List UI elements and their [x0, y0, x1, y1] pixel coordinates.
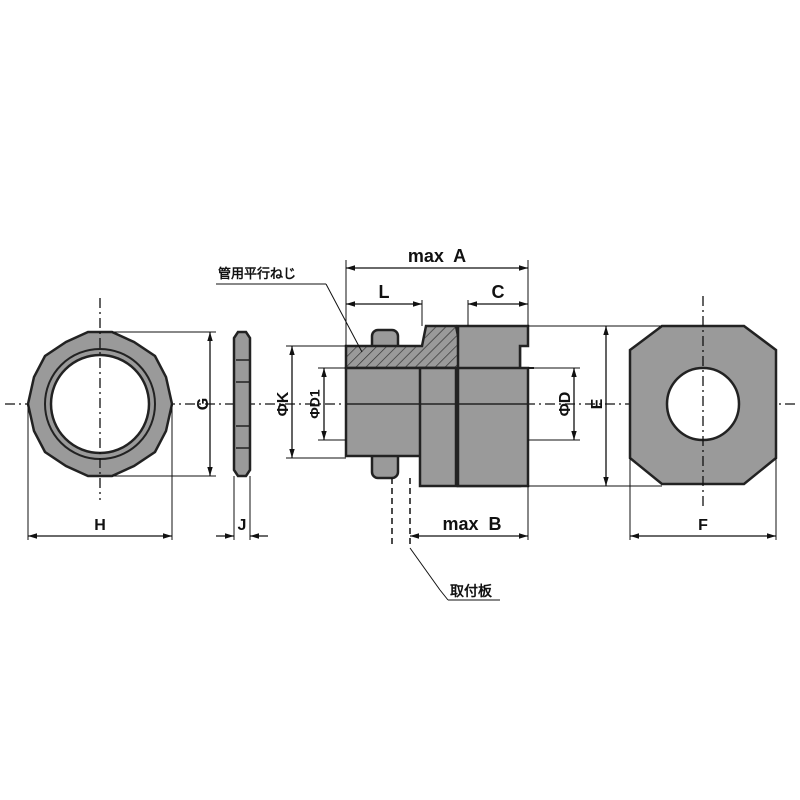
- label-h: H: [94, 517, 106, 534]
- label-l: L: [379, 282, 390, 302]
- label-max-a: max A: [408, 246, 466, 266]
- label-mounting-plate: 取付板: [450, 583, 493, 600]
- gland-side-view: [344, 324, 534, 488]
- label-c: C: [492, 282, 505, 302]
- mounting-plate-hidden: [391, 478, 441, 591]
- label-phi-d: ΦD: [557, 392, 574, 417]
- label-f: F: [698, 517, 708, 534]
- label-phi-d1: ΦD1: [307, 389, 323, 419]
- label-thread-note: 管用平行ねじ: [218, 266, 296, 282]
- label-phi-k: ΦK: [275, 391, 292, 416]
- locknut-side-view: [232, 330, 252, 478]
- capnut-front-view: [628, 296, 778, 506]
- label-max-b: max B: [442, 514, 501, 534]
- locknut-front-view: [26, 298, 174, 500]
- label-g: G: [195, 398, 212, 410]
- label-j: J: [238, 517, 247, 534]
- label-e: E: [589, 398, 606, 409]
